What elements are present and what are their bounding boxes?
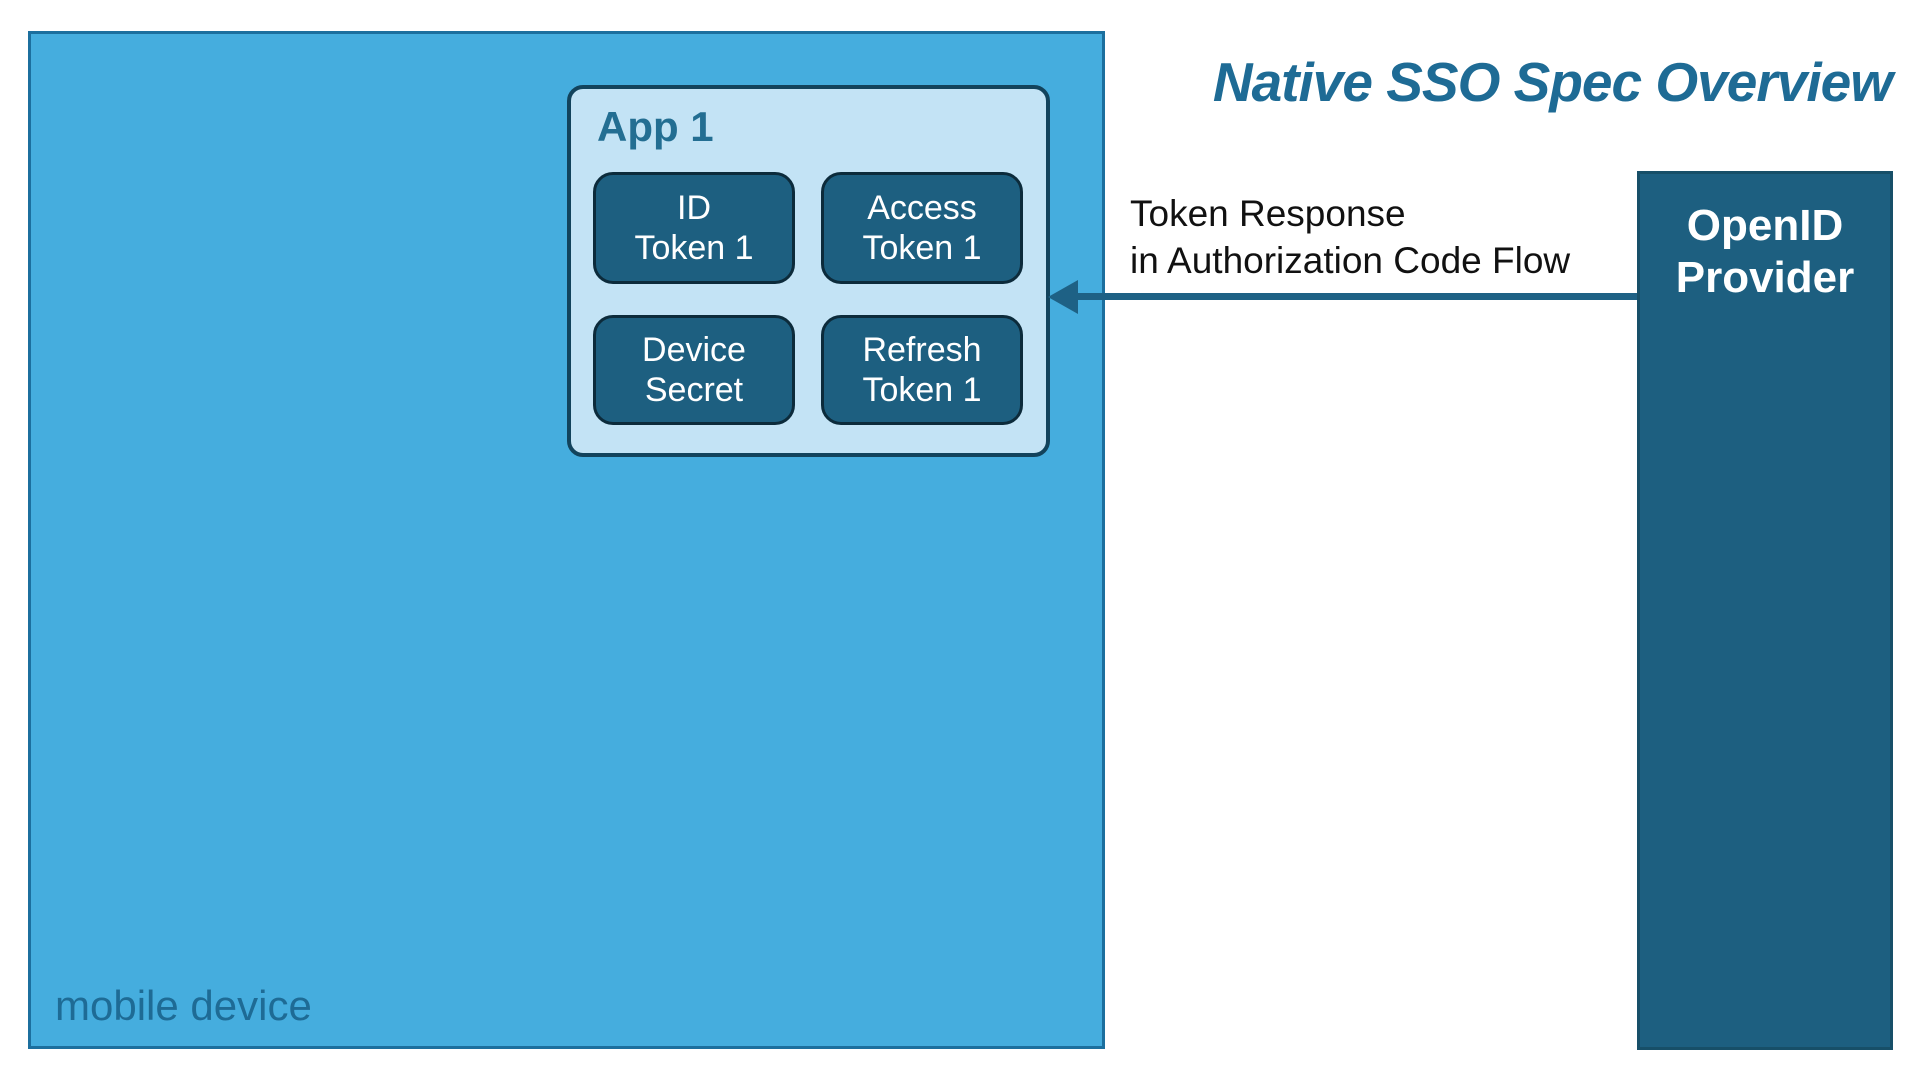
token-response-arrowhead-icon — [1048, 280, 1078, 314]
refresh-token-line2: Token 1 — [862, 371, 982, 409]
id-token-box: ID Token 1 — [593, 172, 795, 284]
arrow-label-line2: in Authorization Code Flow — [1130, 240, 1571, 281]
access-token-line1: Access — [867, 189, 977, 227]
device-secret-line1: Device — [642, 331, 746, 369]
app1-label: App 1 — [597, 103, 714, 150]
openid-provider-box: OpenID Provider — [1637, 171, 1893, 1050]
id-token-line2: Token 1 — [634, 229, 754, 267]
arrow-label: Token Response in Authorization Code Flo… — [1130, 190, 1570, 284]
token-grid: ID Token 1 Access Token 1 Device Secret … — [593, 172, 1023, 425]
token-response-arrow-line — [1072, 293, 1637, 300]
refresh-token-line1: Refresh — [862, 331, 982, 369]
page-title: Native SSO Spec Overview — [1212, 51, 1893, 113]
arrow-label-line1: Token Response — [1130, 193, 1406, 234]
refresh-token-box: Refresh Token 1 — [821, 315, 1023, 425]
access-token-line2: Token 1 — [862, 229, 982, 267]
openid-provider-line1: OpenID — [1686, 201, 1844, 250]
device-secret-line2: Secret — [644, 371, 744, 409]
device-secret-box: Device Secret — [593, 315, 795, 425]
access-token-box: Access Token 1 — [821, 172, 1023, 284]
app1-box: App 1 ID Token 1 Access Token 1 Device S… — [567, 85, 1050, 457]
mobile-device-label: mobile device — [55, 982, 312, 1029]
id-token-line1: ID — [677, 189, 711, 227]
openid-provider-line2: Provider — [1675, 253, 1855, 302]
